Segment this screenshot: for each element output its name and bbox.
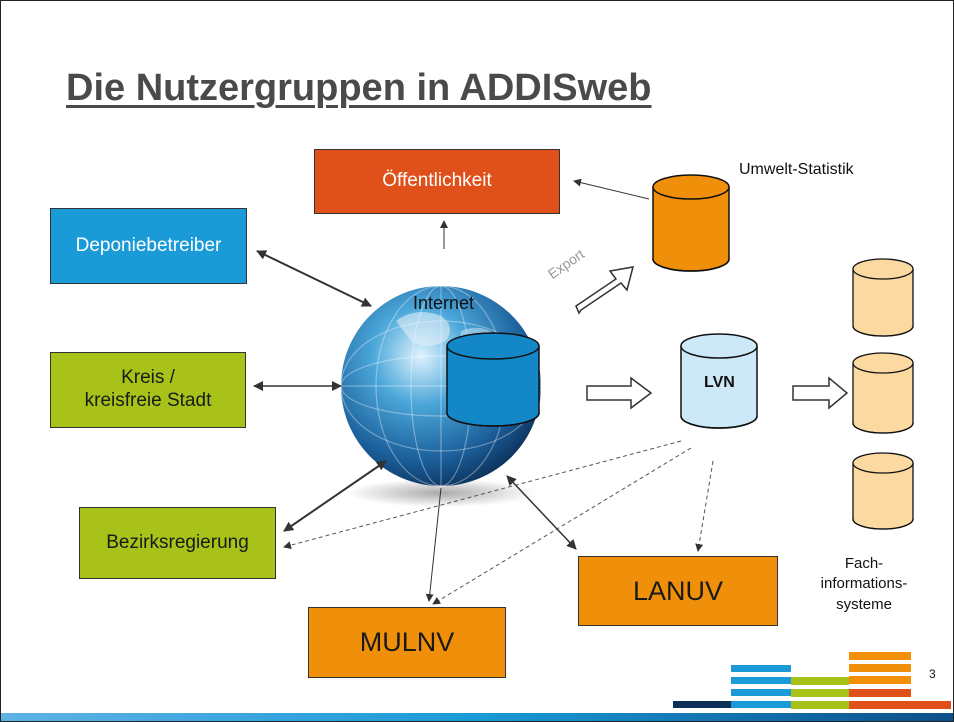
internet-label: Internet [413, 293, 475, 313]
oeffentlichkeit-label: Öffentlichkeit [382, 170, 492, 192]
mulnv-box: MULNV [308, 607, 506, 678]
lanuv-label: LANUV [632, 575, 724, 606]
lvn-database-icon [680, 333, 758, 429]
lanuv-globe-arrow [506, 475, 577, 550]
statistik-to-oeffentlichkeit-arrow [573, 178, 650, 200]
fachinfo-database-icon [852, 452, 914, 530]
deponie-globe-arrow [256, 250, 372, 307]
lvn-to-mulnv-dashed-arrow [432, 447, 692, 605]
page-number: 3 [929, 667, 936, 681]
lvn-to-fachinfo-block-arrow [792, 376, 849, 410]
bezirksregierung-box: Bezirksregierung [79, 507, 276, 579]
globe-to-lvn-block-arrow [586, 376, 653, 410]
fachinfo-label-line2: informations- [820, 575, 908, 593]
deponiebetreiber-box: Deponiebetreiber [50, 208, 247, 284]
fachinfo-database-icon [852, 258, 914, 337]
fachinfo-label-line3: systeme [836, 595, 892, 613]
kreis-label-line2: kreisfreie Stadt [84, 390, 212, 411]
bezirk-globe-arrow [283, 460, 387, 532]
deponiebetreiber-label: Deponiebetreiber [75, 234, 222, 256]
lvn-to-lanuv-dashed-arrow [695, 460, 714, 552]
lvn-to-bezirk-dashed-arrow [283, 440, 682, 550]
internet-database-icon [446, 332, 540, 427]
kreis-box: Kreis / kreisfreie Stadt [50, 352, 246, 428]
bezirksregierung-label: Bezirksregierung [106, 531, 249, 553]
export-block-arrow [575, 266, 635, 315]
mulnv-label: MULNV [359, 627, 455, 658]
umwelt-statistik-database-icon [652, 174, 730, 272]
fachinfo-label: Fach- informations- systeme [809, 554, 919, 615]
globe-to-mulnv-arrow [425, 487, 442, 602]
lvn-label: LVN [704, 374, 735, 391]
umwelt-statistik-label: Umwelt-Statistik [739, 161, 854, 178]
oeffentlichkeit-box: Öffentlichkeit [314, 149, 560, 214]
fachinfo-database-icon [852, 352, 914, 434]
fachinfo-label-line1: Fach- [844, 555, 884, 572]
bottom-strip [1, 713, 953, 721]
kreis-label-line1: Kreis / [121, 367, 175, 389]
lanuv-box: LANUV [578, 556, 778, 626]
page-title: Die Nutzergruppen in ADDISweb [66, 67, 652, 109]
